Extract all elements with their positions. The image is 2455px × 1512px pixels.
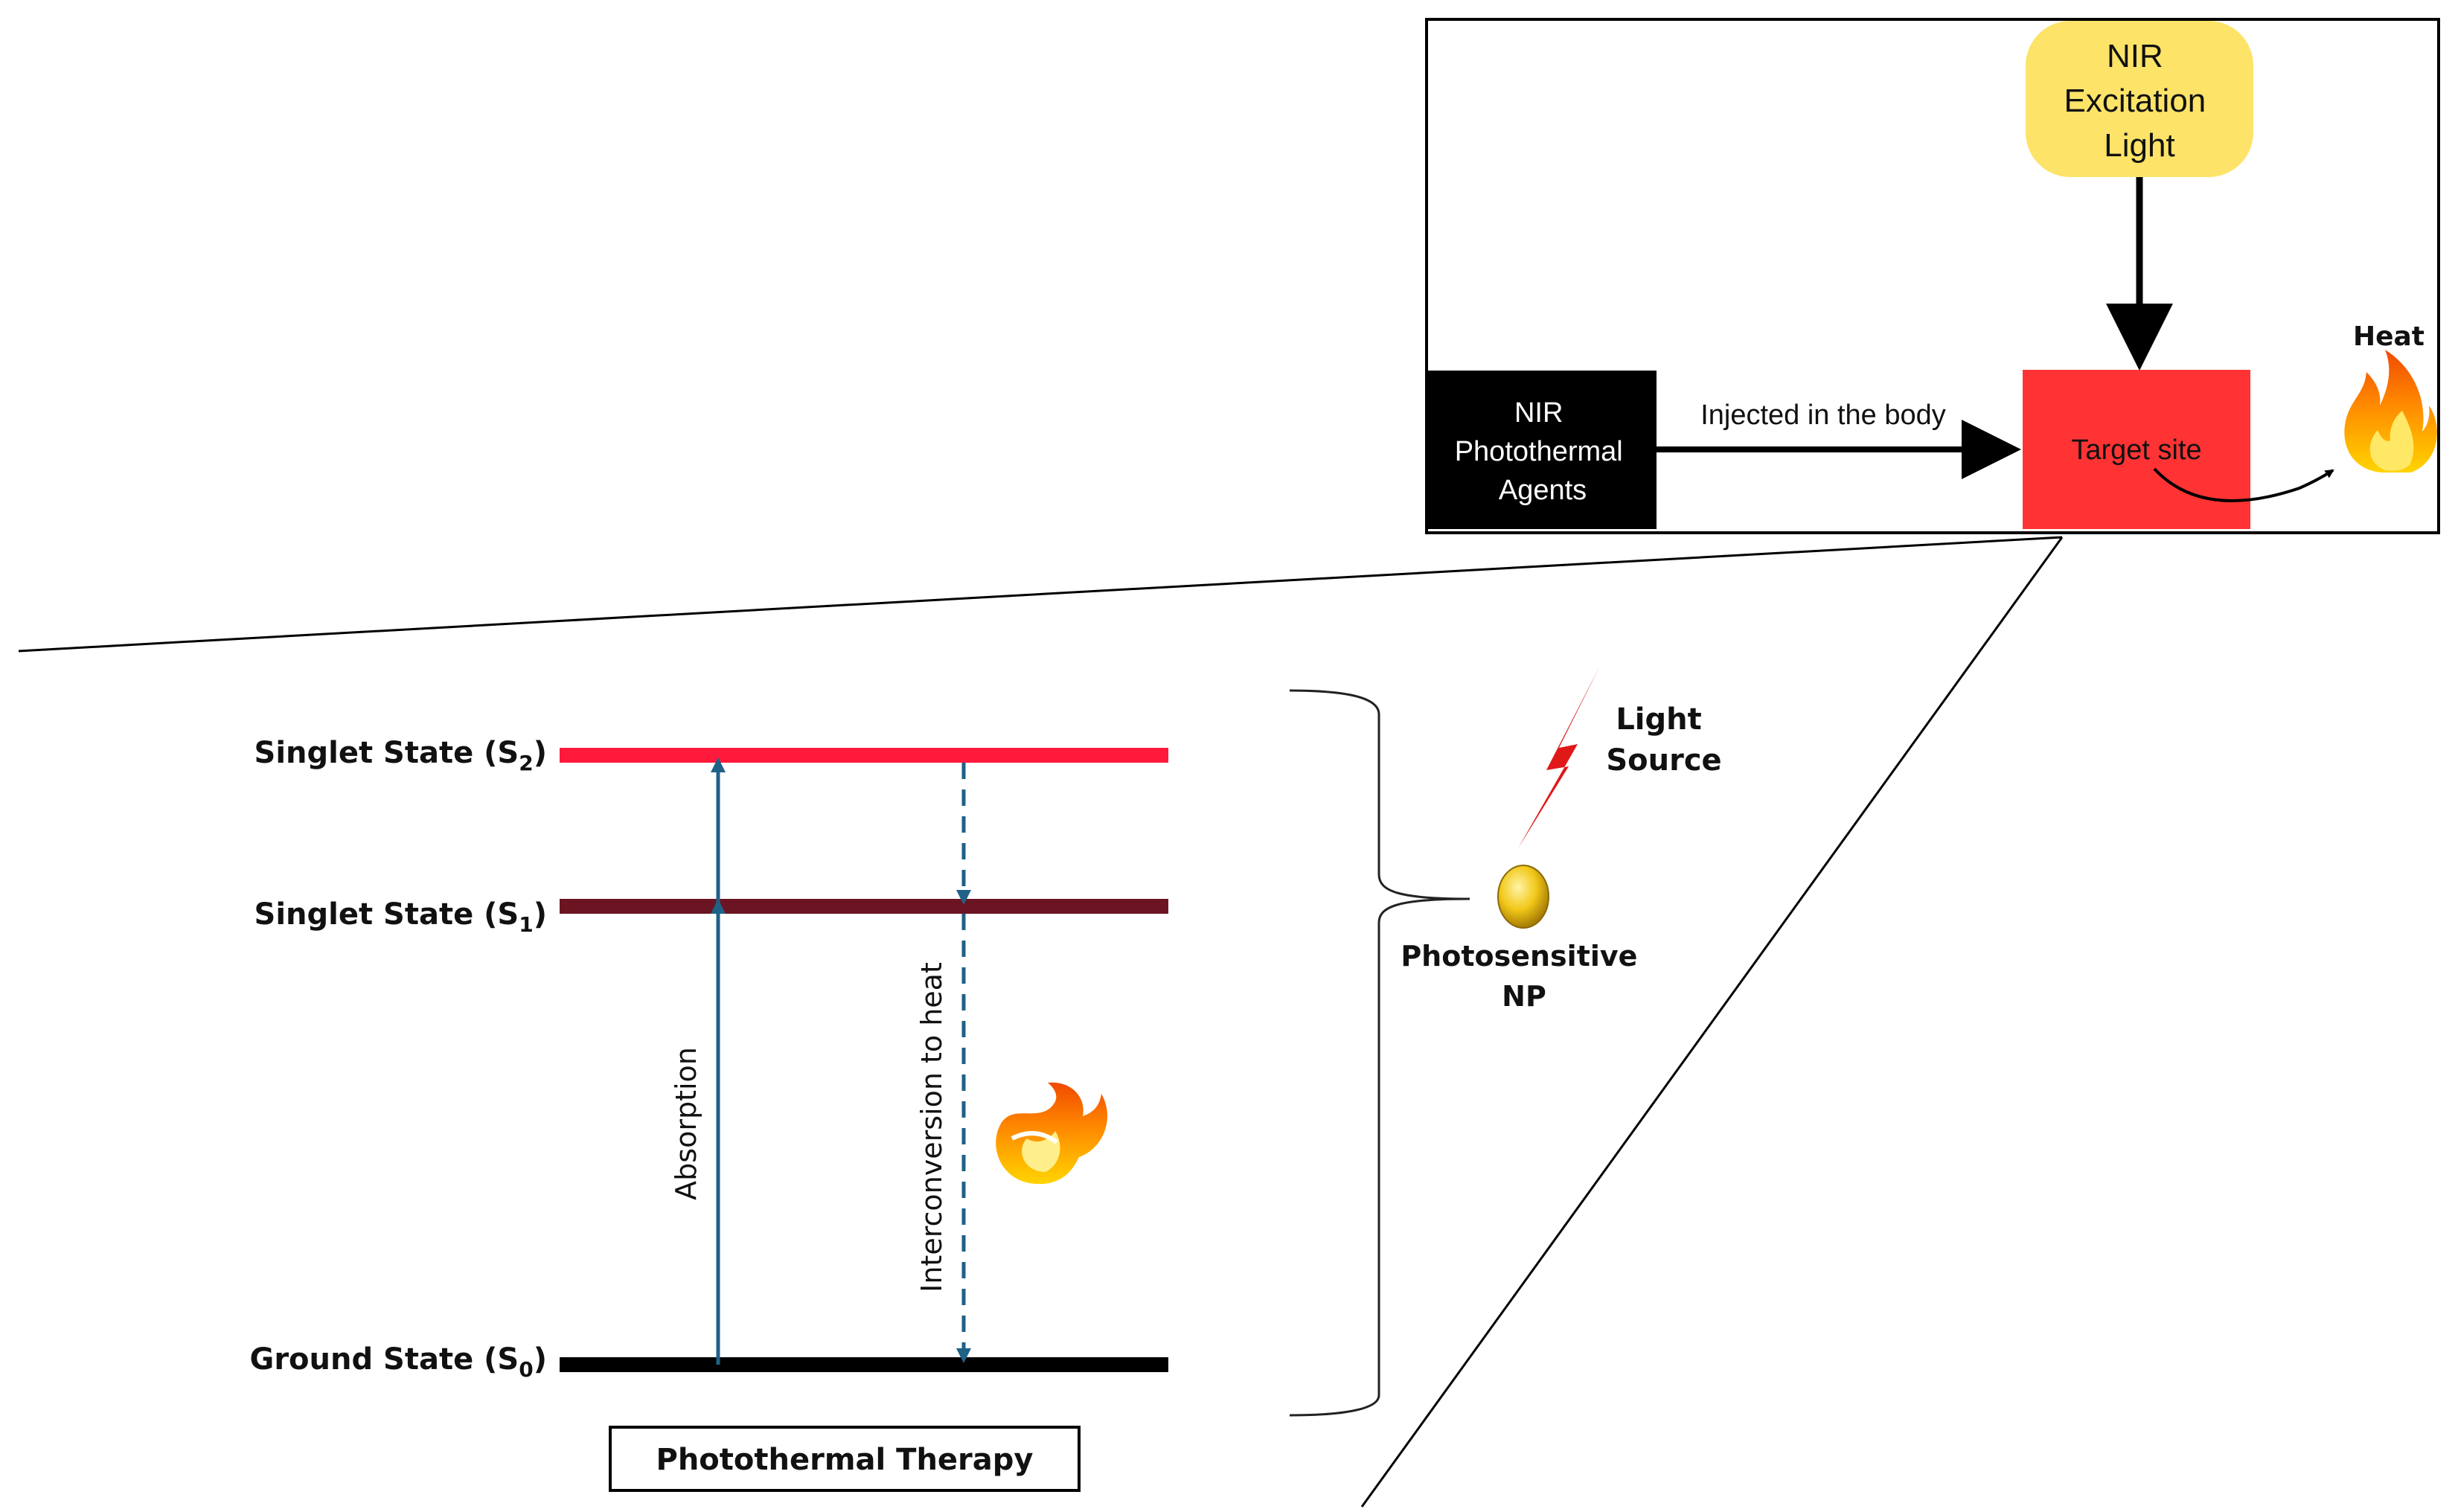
ground-s0-label: Ground State (S0) xyxy=(249,1342,547,1382)
zoom-line-right xyxy=(1360,536,2064,1508)
photosensitive-np-label: Photosensitive NP xyxy=(1401,940,1647,1013)
absorption-label: Absorption xyxy=(670,1047,702,1200)
curly-brace xyxy=(1289,689,1470,1417)
nir-excitation-light-box xyxy=(2026,21,2253,177)
photothermal-agents-label: NIR Photothermal Agents xyxy=(1455,397,1631,506)
zoom-line-left xyxy=(18,536,2063,653)
interconversion-label: Interconversion to heat xyxy=(915,962,948,1292)
lightning-bolt-icon xyxy=(1518,666,1600,848)
fire-swirl-icon xyxy=(996,1082,1108,1185)
heat-label: Heat xyxy=(2353,321,2424,352)
light-source-label: Light Source xyxy=(1606,702,1721,778)
caption-label: Photothermal Therapy xyxy=(656,1443,1034,1477)
target-site-box xyxy=(2023,370,2250,529)
absorption-mid-arrowhead xyxy=(711,899,726,914)
nanoparticle-icon xyxy=(1497,865,1549,929)
injected-label: Injected in the body xyxy=(1700,400,1946,431)
target-site-label: Target site xyxy=(2071,435,2201,466)
photothermal-agents-box xyxy=(1428,371,1657,529)
caption-box xyxy=(609,1426,1081,1492)
heat-curve-arrow xyxy=(2153,467,2334,502)
fire-icon xyxy=(2344,350,2437,472)
singlet-s1-label: Singlet State (S1) xyxy=(255,897,547,937)
singlet-s2-label: Singlet State (S2) xyxy=(255,736,547,775)
nir-excitation-light-label: NIR Excitation Light xyxy=(2064,38,2215,164)
